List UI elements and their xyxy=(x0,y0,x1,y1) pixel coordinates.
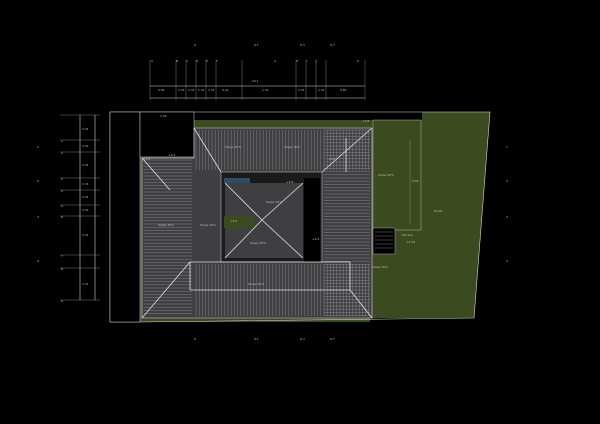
left-dim-5: 1.31 xyxy=(82,195,89,199)
right-group-label-2: 2 xyxy=(506,179,508,183)
right-grid-labels: 1 2 3 4 xyxy=(506,145,508,263)
top-group-label-4: 6.7 xyxy=(330,43,335,47)
top-group-label-1: 6 xyxy=(194,43,196,47)
level-3: +3.8 xyxy=(143,157,150,161)
left-dim-7: 3.31 xyxy=(82,233,89,237)
slope-label-mid-left: Slope 30% xyxy=(200,223,216,227)
roof-ridges xyxy=(141,127,373,319)
left-dimension-grid: 1 2 3 4 5 6 7 8 9 3.31 1.31 1.31 1.31 1.… xyxy=(37,114,100,303)
dim-8: 1.31 xyxy=(298,88,305,92)
left-label-6: 6 xyxy=(61,215,63,219)
left-dim-4: 1.31 xyxy=(82,182,89,186)
right-group-label-4: 4 xyxy=(506,259,508,263)
left-group-label-1: 1 xyxy=(37,145,39,149)
left-group-label-4: 4 xyxy=(37,259,39,263)
level-8: +4.10 xyxy=(406,240,415,244)
top-room-dim: 1.20 xyxy=(160,114,167,118)
slope-label-top2: Slope 30% xyxy=(284,145,300,149)
dim-3: 1.31 xyxy=(188,88,195,92)
right-group-label-3: 3 xyxy=(506,215,508,219)
level-7: +3.8 xyxy=(328,157,335,161)
left-group-label-3: 3 xyxy=(37,215,39,219)
dim-5: 1.31 xyxy=(208,88,215,92)
grid-label-g: G xyxy=(274,59,277,63)
left-label-7: 7 xyxy=(61,254,63,258)
level-4: +3.8 xyxy=(286,180,293,184)
grid-label-a: A xyxy=(151,59,154,63)
grid-label-b: B xyxy=(176,59,178,63)
left-dim-8: 1.31 xyxy=(82,282,89,286)
grid-label-c: C xyxy=(186,59,188,63)
bottom-group-label-2: 6.1 xyxy=(254,337,259,341)
left-label-9: 9 xyxy=(61,299,63,303)
left-dim-3: 1.31 xyxy=(82,163,89,167)
grid-label-k: K xyxy=(357,59,360,63)
level-2: +4.6 xyxy=(168,153,175,157)
level-5: +4.6 xyxy=(230,219,237,223)
bottom-grid-labels: 6 6.1 6.3 6.7 xyxy=(194,337,335,341)
slope-label-right2: Slope 30% xyxy=(372,265,388,269)
left-label-8: 8 xyxy=(61,267,63,271)
site-label-hole: HOLE xyxy=(434,209,442,213)
left-label-4: 4 xyxy=(61,189,63,193)
slope-label-top: Slope 30% xyxy=(225,145,241,149)
dark-zones: 1.20 6.00 Terrace xyxy=(109,111,422,323)
slope-label-mid-right: Slope 30% xyxy=(266,200,282,204)
vertical-dim-right: 6.00 xyxy=(412,179,419,183)
terrace-label: Terrace xyxy=(401,233,413,237)
bottom-group-label-3: 6.3 xyxy=(300,337,305,341)
level-1: +3.8 xyxy=(362,119,369,123)
bottom-group-label-1: 6 xyxy=(194,337,196,341)
bottom-group-label-4: 6.7 xyxy=(330,337,335,341)
slope-label-bottom: Slope 30% xyxy=(248,282,264,286)
dim-10: 4.81 xyxy=(340,88,347,92)
grid-label-j: J xyxy=(315,59,317,63)
left-label-5: 5 xyxy=(61,204,63,208)
left-dim-6: 1.31 xyxy=(82,208,89,212)
top-dimension-grid: A B C D E F G H I J K 3.81 1.31 1.31 1.3… xyxy=(149,43,366,100)
top-group-label-2: 6.1 xyxy=(254,43,259,47)
grid-label-e: E xyxy=(206,59,208,63)
top-group-label-3: 6.3 xyxy=(300,43,305,47)
dim-7: 1.31 xyxy=(262,88,269,92)
dim-total: 24.1 xyxy=(252,79,259,83)
dim-4: 1.31 xyxy=(198,88,205,92)
left-dim-2: 1.31 xyxy=(82,144,89,148)
dim-1: 3.81 xyxy=(158,88,165,92)
grid-label-i: I xyxy=(306,59,307,63)
level-6: +4.6 xyxy=(312,237,319,241)
dim-9: 1.31 xyxy=(318,88,325,92)
right-group-label-1: 1 xyxy=(506,145,508,149)
slope-label-right: Slope 30% xyxy=(378,173,394,177)
grid-label-h: H xyxy=(296,59,298,63)
grid-label-d: D xyxy=(196,59,199,63)
dim-2: 1.31 xyxy=(178,88,185,92)
left-label-2: 2 xyxy=(61,151,63,155)
slope-label-court: Slope 30% xyxy=(250,241,266,245)
left-group-label-2: 2 xyxy=(37,179,39,183)
left-dim-1: 3.31 xyxy=(82,127,89,131)
left-label-3: 3 xyxy=(61,177,63,181)
dim-6: 4.21 xyxy=(222,88,229,92)
grid-label-f: F xyxy=(216,59,218,63)
roof: Slope 30% Slope 30% Slope 30% Slope 30% … xyxy=(141,119,415,319)
left-label-1: 1 xyxy=(61,139,63,143)
slope-label-left: Slope 30% xyxy=(158,223,174,227)
